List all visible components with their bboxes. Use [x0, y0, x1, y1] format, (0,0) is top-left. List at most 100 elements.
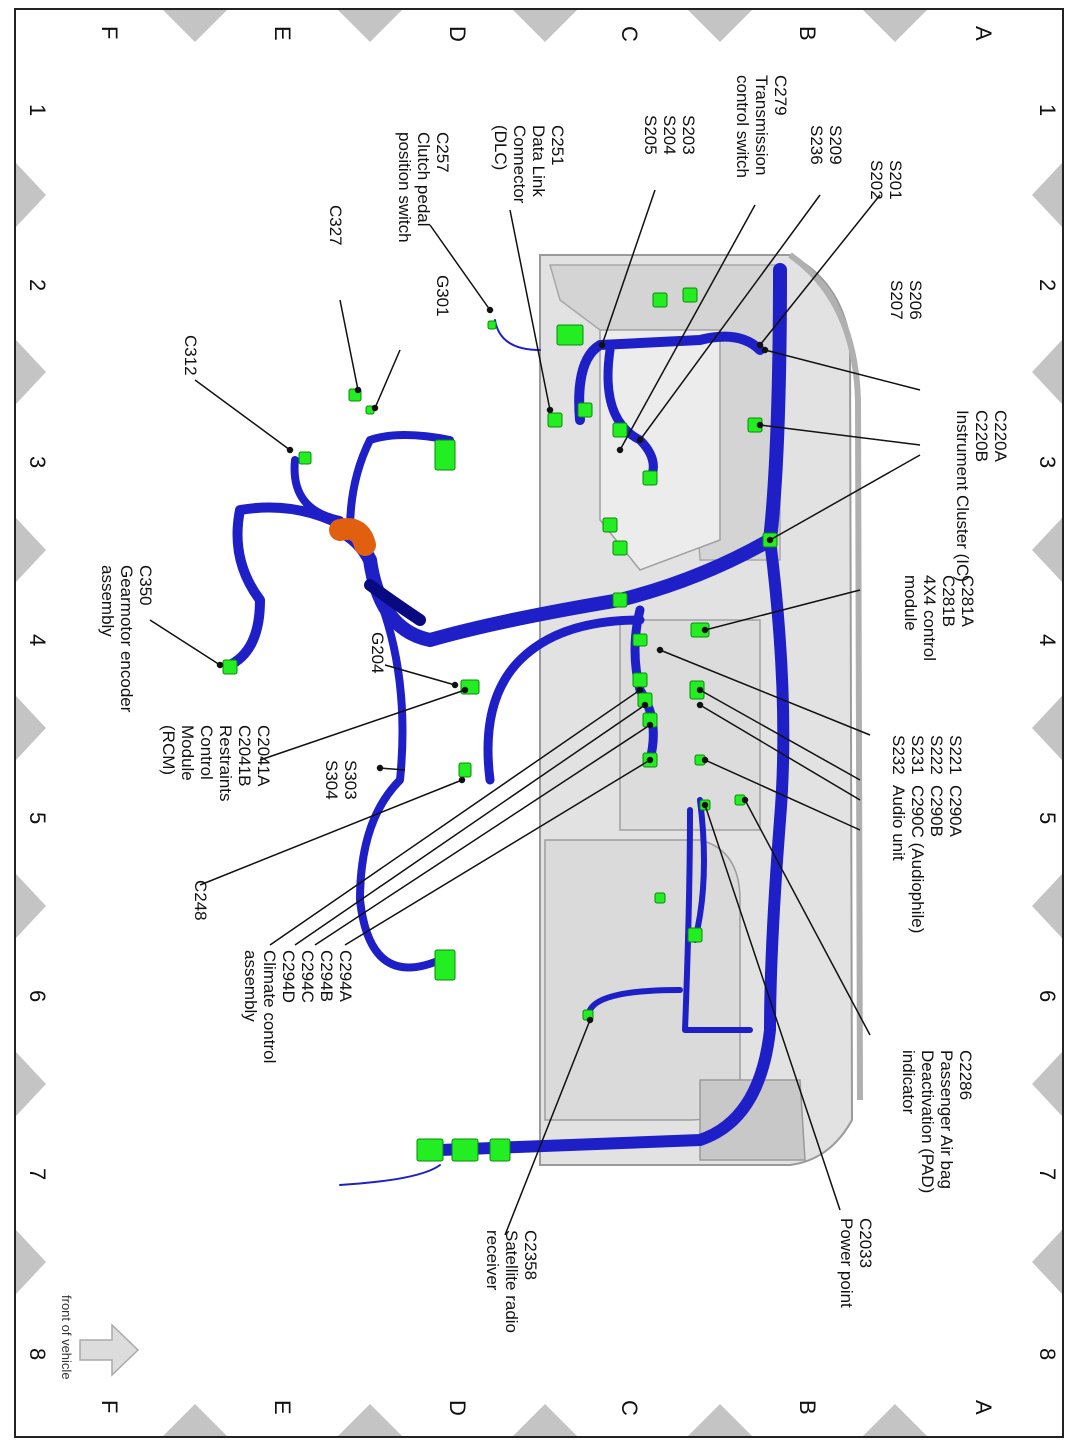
callout-line: Power point — [837, 1218, 856, 1308]
callout-c279: C279Transmissioncontrol switch — [733, 75, 790, 178]
callout-c294: C294AC294BC294CC294DClimate controlassem… — [241, 950, 355, 1063]
callout-line: C290C (Audiophile) — [908, 785, 927, 933]
leader-line — [619, 204, 756, 451]
leader-arrowhead — [286, 446, 294, 454]
connector — [632, 633, 648, 647]
callout-line: C350 — [136, 565, 155, 606]
callout-line: C290B — [927, 785, 946, 837]
column-label-5-right: 5 — [1035, 812, 1060, 824]
leader-arrowhead — [354, 386, 362, 394]
callout-line: C220A — [991, 410, 1010, 463]
right-tick-marker — [1032, 1230, 1062, 1294]
bottom-tick-marker — [338, 1404, 402, 1436]
callout-line: C312 — [181, 335, 200, 376]
callout-line: C281B — [939, 575, 958, 627]
callout-c2033: C2033Power point — [837, 1218, 875, 1308]
column-label-3-left: 3 — [25, 456, 50, 468]
callout-s221: S221S222S231S232 — [889, 735, 965, 775]
callout-line: Audio unit — [889, 785, 908, 861]
callout-line: Control — [197, 725, 216, 780]
connector — [222, 659, 238, 675]
row-label-a-bottom: A — [971, 1400, 996, 1415]
row-label-b-bottom: B — [795, 1400, 820, 1415]
leader-arrowhead — [586, 1016, 594, 1024]
row-label-c-top: C — [617, 26, 642, 42]
front-of-vehicle-label: front of vehicle — [59, 1295, 74, 1380]
leader-line — [704, 804, 841, 1211]
front-of-vehicle-indicator: front of vehicle — [59, 1295, 140, 1380]
leader-line — [339, 299, 359, 391]
connector — [416, 1138, 444, 1162]
callout-line: C2041B — [235, 725, 254, 786]
right-tick-marker — [1032, 340, 1062, 404]
leader-arrowhead — [451, 681, 459, 689]
connector — [612, 540, 628, 556]
front-arrow-icon — [79, 1323, 140, 1377]
leader-line — [659, 649, 871, 736]
row-label-b-top: B — [795, 26, 820, 41]
callout-line: Instrument Cluster (IC) — [953, 410, 972, 582]
row-label-d-bottom: D — [445, 1400, 470, 1416]
leader-arrowhead — [656, 646, 664, 654]
leader-line — [509, 209, 551, 411]
leader-line — [149, 619, 221, 666]
bottom-tick-marker — [513, 1404, 577, 1436]
callout-c251: C251Data LinkConnector(DLC) — [491, 125, 567, 204]
leader-line — [639, 194, 821, 441]
right-tick-marker — [1032, 163, 1062, 227]
column-label-8-left: 8 — [25, 1348, 50, 1360]
callout-line: Climate control — [260, 950, 279, 1063]
connector — [654, 892, 666, 904]
leader-arrowhead — [616, 446, 624, 454]
callout-c2041: C2041AC2041BRestraintsControlModule(RCM) — [159, 725, 273, 802]
column-label-6-right: 6 — [1035, 990, 1060, 1002]
callout-line: C279 — [771, 75, 790, 116]
row-label-d-top: D — [445, 26, 470, 42]
leader-arrowhead — [486, 306, 494, 314]
connector — [612, 592, 628, 608]
leader-line — [759, 194, 881, 346]
leader-line — [374, 349, 401, 409]
leader-arrowhead — [461, 686, 469, 694]
left-tick-marker — [16, 518, 46, 582]
callout-c312: C312 — [181, 335, 200, 376]
callout-line: C294B — [317, 950, 336, 1002]
callout-line: S206 — [906, 280, 925, 320]
leader-line — [269, 689, 641, 946]
callout-line: Gearmotor encoder — [117, 565, 136, 713]
callout-line: S201 — [886, 160, 905, 200]
left-tick-marker — [16, 696, 46, 760]
connector — [489, 1138, 511, 1162]
leader-line — [314, 724, 651, 946]
callout-line: position switch — [395, 132, 414, 243]
callout-s203: S203S204S205 — [641, 115, 698, 155]
callout-line: (DLC) — [491, 125, 510, 170]
callout-line: S222 — [927, 735, 946, 775]
callout-line: assembly — [241, 950, 260, 1022]
column-label-1-left: 1 — [25, 104, 50, 116]
column-label-3-right: 3 — [1035, 456, 1060, 468]
callout-line: Restraints — [216, 725, 235, 802]
leader-arrowhead — [371, 404, 379, 412]
connector — [612, 422, 628, 438]
callout-c248: C248 — [191, 880, 210, 921]
leader-arrowhead — [646, 756, 654, 764]
connector — [687, 927, 703, 943]
panel-dash-edge — [788, 252, 863, 1101]
right-tick-marker — [1032, 874, 1062, 938]
column-label-6-left: 6 — [25, 990, 50, 1002]
harness-main-trunk — [333, 263, 787, 647]
callout-s209: S209S236 — [807, 125, 845, 165]
bottom-tick-marker — [688, 1404, 752, 1436]
callout-line: S232 — [889, 735, 908, 775]
connector — [451, 1138, 479, 1162]
top-tick-marker — [863, 10, 927, 42]
callout-line: S203 — [679, 115, 698, 155]
panel-center-stack — [619, 619, 761, 831]
callout-c2358: C2358Satellite radioreceiver — [483, 1230, 540, 1333]
callout-labels: S201S202S209S236C279Transmissioncontrol … — [98, 75, 1010, 1333]
leader-arrowhead — [696, 701, 704, 709]
connector — [298, 451, 312, 465]
